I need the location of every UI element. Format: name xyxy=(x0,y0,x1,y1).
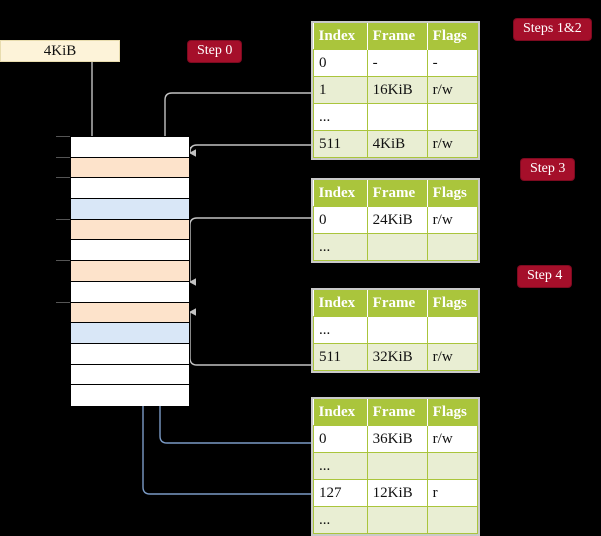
memory-frame-row-10 xyxy=(71,343,189,365)
table-level1-r3-index: ... xyxy=(313,506,368,534)
steps-1-2-label: Steps 1&2 xyxy=(523,21,582,36)
memory-frame-row-4 xyxy=(71,219,189,241)
table-row[interactable]: ... xyxy=(313,452,479,480)
step-4-label: Step 4 xyxy=(527,268,563,283)
memory-frame-row-6 xyxy=(71,261,189,282)
steps-1-2-badge: Steps 1&2 xyxy=(514,19,591,40)
memory-tick-1 xyxy=(56,156,70,158)
table-level1-header-index: Index xyxy=(313,399,368,426)
table-level4-header-frame: Frame xyxy=(367,23,428,50)
table-level3-r1-frame xyxy=(366,233,428,261)
table-level1-r0-index: 0 xyxy=(313,425,368,453)
memory-frame-row-8 xyxy=(71,302,189,324)
table-level1-r2-frame: 12KiB xyxy=(366,479,428,507)
table-level1-header-frame: Frame xyxy=(367,399,428,426)
table-level4-header-flags: Flags xyxy=(427,23,478,50)
memory-frame-row-3 xyxy=(71,199,189,220)
physical-memory-column xyxy=(70,136,190,406)
table-level2-r1-flags: r/w xyxy=(426,343,479,371)
step-0-badge: Step 0 xyxy=(188,41,242,62)
table-row[interactable]: ... xyxy=(313,233,479,261)
table-level3-r1-index: ... xyxy=(313,233,368,261)
table-level2-header-frame: Frame xyxy=(367,290,428,317)
memory-tick-0 xyxy=(56,136,70,137)
table-level3-r1-flags xyxy=(426,233,479,261)
table-level1-r0-frame: 36KiB xyxy=(366,425,428,453)
table-level3-r0-frame: 24KiB xyxy=(366,206,428,234)
table-level4-r0-frame: - xyxy=(366,49,428,77)
table-level1-r1-index: ... xyxy=(313,452,368,480)
table-level4-r1-frame: 16KiB xyxy=(366,76,428,104)
table-level1-r0-flags: r/w xyxy=(426,425,479,453)
table-level3-header-index: Index xyxy=(313,180,368,207)
step-0-label: Step 0 xyxy=(197,43,233,58)
table-level1-r1-flags xyxy=(426,452,479,480)
table-level1-r3-frame xyxy=(366,506,428,534)
memory-tick-5 xyxy=(56,301,70,303)
wire-l3-24kib xyxy=(189,217,311,286)
memory-tick-4 xyxy=(56,260,70,262)
table-level1-r2-index: 127 xyxy=(313,479,368,507)
table-level3-r0-flags: r/w xyxy=(426,206,479,234)
table-level3-r0-index: 0 xyxy=(313,206,368,234)
memory-frame-row-5 xyxy=(71,240,189,262)
memory-frame-row-11 xyxy=(71,364,189,386)
table-level4-r2-flags xyxy=(426,103,479,131)
table-level2-r0-flags xyxy=(426,316,479,344)
step-3-badge: Step 3 xyxy=(521,159,575,180)
table-level4-r3-index: 511 xyxy=(313,130,368,158)
table-level4-r0-index: 0 xyxy=(313,49,368,77)
memory-tick-3 xyxy=(56,218,70,220)
table-level1-r3-flags xyxy=(426,506,479,534)
table-level4-r1-index: 1 xyxy=(313,76,368,104)
table-row[interactable]: ... xyxy=(313,506,479,534)
table-row[interactable]: ... xyxy=(313,316,479,344)
table-level2-header-flags: Flags xyxy=(427,290,478,317)
memory-frame-row-12 xyxy=(71,385,189,406)
source-frame-label: 4KiB xyxy=(43,42,77,59)
table-level4-r1-flags: r/w xyxy=(426,76,479,104)
table-level2-r0-index: ... xyxy=(313,316,368,344)
memory-tick-2 xyxy=(56,177,70,179)
table-level2-r0-frame xyxy=(366,316,428,344)
step-4-badge: Step 4 xyxy=(518,266,572,287)
table-level1-r2-flags: r xyxy=(426,479,479,507)
table-row[interactable]: ... xyxy=(313,103,479,131)
table-level4-r0-flags: - xyxy=(426,49,479,77)
wire-l4-4kib xyxy=(189,144,311,157)
table-level2-r1-index: 511 xyxy=(313,343,368,371)
table-level1-header-flags: Flags xyxy=(427,399,478,426)
table-level3-header-flags: Flags xyxy=(427,180,478,207)
table-level4-r3-frame: 4KiB xyxy=(366,130,428,158)
memory-frame-row-9 xyxy=(71,323,189,344)
table-level4-r2-index: ... xyxy=(313,103,368,131)
memory-frame-row-2 xyxy=(71,178,189,200)
table-level4-r3-flags: r/w xyxy=(426,130,479,158)
memory-frame-row-1 xyxy=(71,157,189,179)
table-row[interactable]: 0-- xyxy=(313,49,479,77)
source-frame-box: 4KiB xyxy=(0,40,120,62)
table-level4-header-index: Index xyxy=(313,23,368,50)
table-level3-header-frame: Frame xyxy=(367,180,428,207)
table-level4-r2-frame xyxy=(366,103,428,131)
memory-frame-row-7 xyxy=(71,281,189,303)
table-level2-header-index: Index xyxy=(313,290,368,317)
table-level2-r1-frame: 32KiB xyxy=(366,343,428,371)
memory-frame-row-0 xyxy=(71,137,189,158)
wire-l2-32kib xyxy=(189,308,311,366)
table-level1-r1-frame xyxy=(366,452,428,480)
step-3-label: Step 3 xyxy=(530,161,566,176)
